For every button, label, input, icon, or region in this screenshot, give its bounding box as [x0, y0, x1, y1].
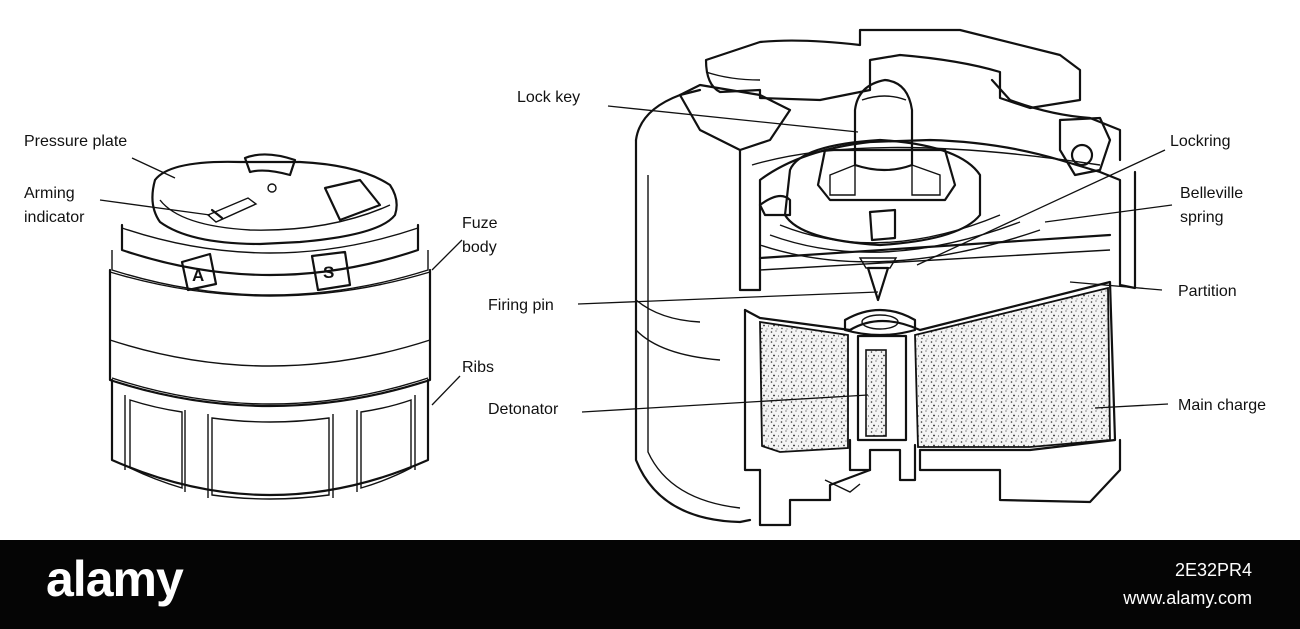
brand-logo: alamy [46, 551, 184, 607]
label-ribs: Ribs [462, 359, 494, 376]
fuze-exterior-illustration [99, 153, 463, 500]
safe-marker-s: S [323, 263, 334, 282]
diagram: Pressure plate Arming indicator Fuze bod… [24, 28, 1266, 527]
label-partition: Partition [1178, 283, 1237, 300]
mine-cutaway-illustration [577, 28, 1173, 527]
label-fuze-body-line2: body [462, 239, 497, 256]
label-arming-indicator-line2: indicator [24, 209, 85, 226]
label-main-charge: Main charge [1178, 397, 1266, 414]
site-url: www.alamy.com [1123, 588, 1252, 608]
watermark-footer: alamy 2E32PR4 www.alamy.com [0, 540, 1300, 629]
arming-marker-a: A [192, 266, 204, 285]
label-detonator: Detonator [488, 401, 559, 418]
label-pressure-plate: Pressure plate [24, 133, 127, 150]
label-belleville-spring-line2: spring [1180, 209, 1224, 226]
label-lock-key: Lock key [517, 89, 580, 106]
label-lockring: Lockring [1170, 133, 1230, 150]
label-fuze-body-line1: Fuze [462, 215, 498, 232]
label-arming-indicator-line1: Arming [24, 185, 75, 202]
label-belleville-spring-line1: Belleville [1180, 185, 1243, 202]
label-firing-pin: Firing pin [488, 297, 554, 314]
image-id: 2E32PR4 [1174, 560, 1252, 580]
